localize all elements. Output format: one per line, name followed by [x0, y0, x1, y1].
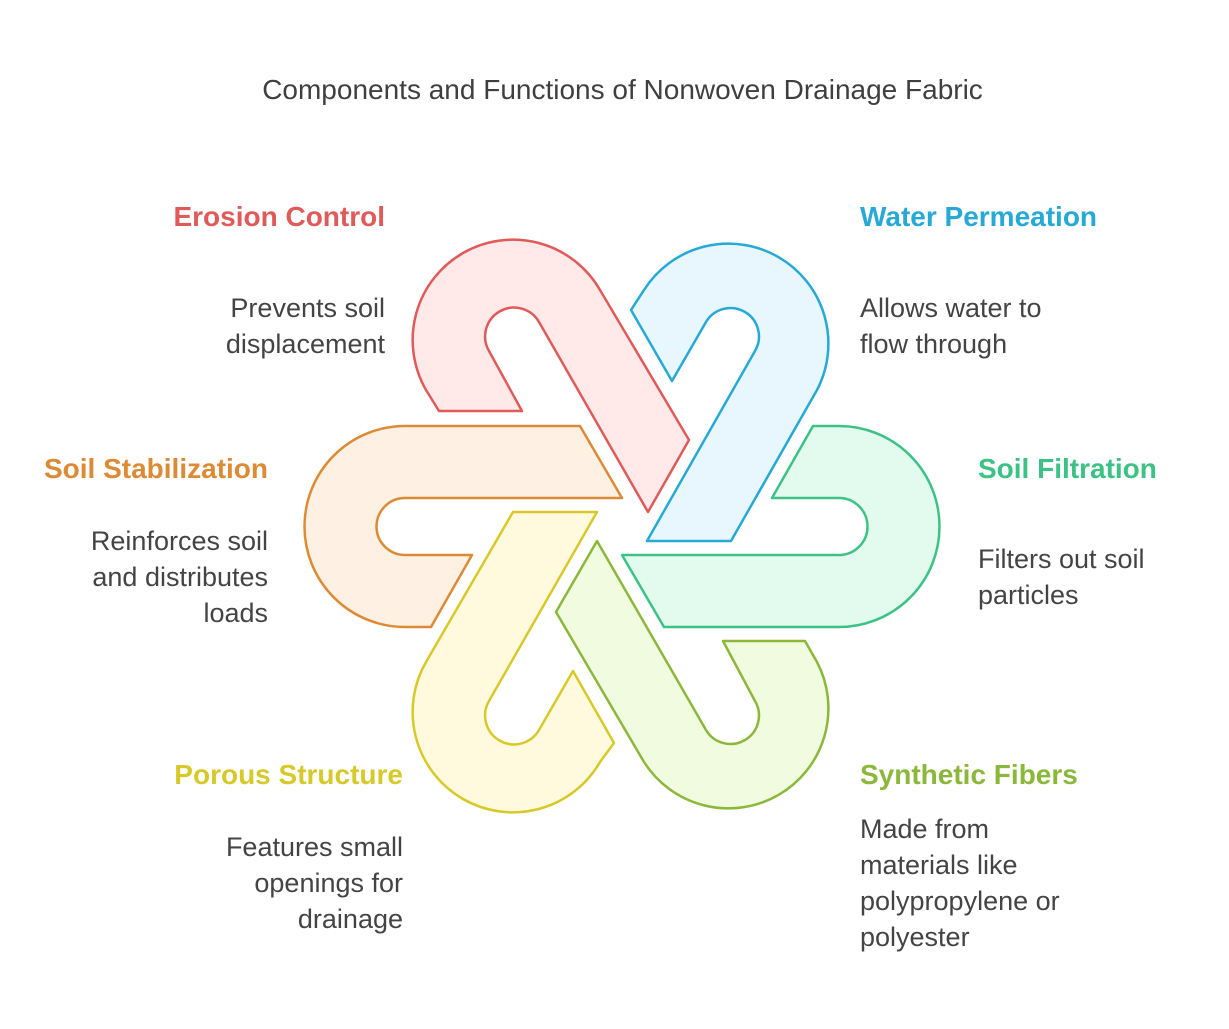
loop-water-permeation [629, 242, 830, 543]
loop-erosion-control [411, 238, 691, 514]
label-soil-stabilization: Soil Stabilization [43, 453, 268, 484]
desc-water-permeation: Allows water to flow through [860, 290, 1042, 362]
desc-line: Filters out soil [978, 544, 1145, 574]
desc-line: materials like [860, 850, 1018, 880]
desc-soil-filtration: Filters out soil particles [978, 541, 1145, 613]
desc-line: Prevents soil [230, 293, 385, 323]
desc-line: Allows water to [860, 293, 1042, 323]
loop-soil-filtration [620, 424, 941, 629]
label-synthetic-fibers: Synthetic Fibers [860, 759, 1078, 790]
desc-line: polypropylene or [860, 886, 1060, 916]
label-erosion-control: Erosion Control [173, 201, 385, 232]
desc-soil-stabilization: Reinforces soil and distributes loads [91, 523, 268, 631]
desc-line: displacement [225, 329, 385, 359]
loop-synthetic-fibers [554, 539, 830, 810]
desc-line: Features small [225, 832, 403, 862]
desc-line: flow through [860, 329, 1008, 359]
desc-synthetic-fibers: Made from materials like polypropylene o… [860, 811, 1060, 955]
desc-line: particles [978, 580, 1079, 610]
desc-line: loads [203, 598, 268, 628]
label-porous-structure: Porous Structure [174, 759, 403, 790]
desc-line: and distributes [92, 562, 268, 592]
desc-line: Reinforces soil [90, 526, 268, 556]
desc-line: drainage [297, 904, 403, 934]
desc-line: polyester [860, 922, 970, 952]
desc-line: openings for [254, 868, 403, 898]
loop-soil-stabilization [303, 424, 624, 629]
desc-erosion-control: Prevents soil displacement [226, 290, 385, 362]
desc-line: Made from [860, 814, 990, 844]
loop-porous-structure [411, 510, 616, 814]
desc-porous-structure: Features small openings for drainage [226, 829, 403, 937]
label-water-permeation: Water Permeation [860, 201, 1098, 232]
label-soil-filtration: Soil Filtration [978, 453, 1157, 484]
diagram-title: Components and Functions of Nonwoven Dra… [262, 74, 983, 105]
